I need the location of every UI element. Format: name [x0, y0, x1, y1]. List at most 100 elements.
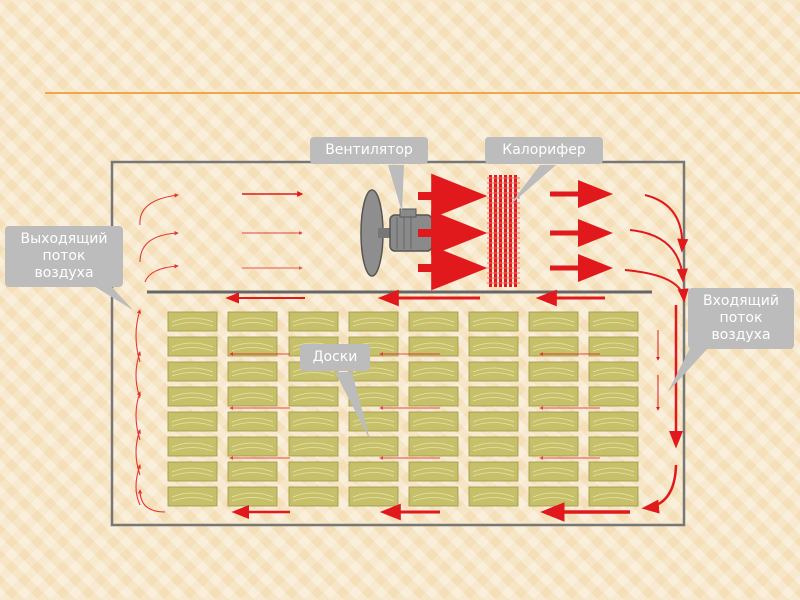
board: [167, 386, 218, 407]
board-grain: [412, 467, 455, 477]
board-grain: [292, 417, 335, 427]
board: [288, 436, 339, 457]
board: [528, 461, 579, 482]
board-grain: [532, 467, 575, 477]
board: [288, 486, 339, 507]
board-grain: [412, 417, 455, 427]
board-grain: [171, 342, 214, 352]
board: [348, 311, 399, 332]
board-grain: [472, 467, 515, 477]
board: [167, 486, 218, 507]
board: [288, 311, 339, 332]
board-grain: [532, 317, 575, 327]
board: [588, 336, 639, 357]
board-grain: [292, 442, 335, 452]
board: [588, 386, 639, 407]
board-grain: [532, 492, 575, 502]
board-grain: [592, 467, 635, 477]
board: [588, 461, 639, 482]
board-grain: [532, 392, 575, 402]
board: [227, 486, 278, 507]
board-grain: [171, 392, 214, 402]
board-grain: [231, 392, 274, 402]
board: [288, 461, 339, 482]
board-grain: [352, 492, 395, 502]
board-grain: [292, 392, 335, 402]
heater-fin: [499, 175, 502, 287]
board: [468, 361, 519, 382]
fan-icon: [360, 189, 433, 277]
board-grain: [231, 367, 274, 377]
board: [227, 436, 278, 457]
board-grain: [412, 367, 455, 377]
board-grain: [352, 317, 395, 327]
board: [227, 461, 278, 482]
heater-fin: [514, 175, 517, 287]
board-grain: [412, 392, 455, 402]
board-grain: [532, 342, 575, 352]
board-grain: [171, 492, 214, 502]
board-grain: [171, 317, 214, 327]
board: [227, 336, 278, 357]
board-grain: [472, 342, 515, 352]
board: [348, 461, 399, 482]
board-grain: [412, 342, 455, 352]
board: [167, 461, 218, 482]
left-circulation-arrows: [135, 193, 179, 513]
inflow-label: Входящий поток воздуха: [688, 288, 794, 349]
lumber-stack: [167, 311, 639, 507]
board: [468, 311, 519, 332]
heater-fin: [504, 175, 507, 287]
board: [408, 461, 459, 482]
board: [468, 436, 519, 457]
heater-fin: [509, 175, 512, 287]
board: [227, 361, 278, 382]
board-grain: [532, 417, 575, 427]
outflow-label: Выходящий поток воздуха: [5, 226, 123, 287]
board-grain: [171, 467, 214, 477]
board-grain: [592, 442, 635, 452]
board-grain: [352, 467, 395, 477]
board: [468, 486, 519, 507]
board-grain: [592, 317, 635, 327]
board: [408, 361, 459, 382]
board: [468, 461, 519, 482]
board-grain: [292, 492, 335, 502]
board-grain: [171, 367, 214, 377]
board: [227, 311, 278, 332]
fan-label: Вентилятор: [310, 137, 428, 164]
board: [468, 386, 519, 407]
board-grain: [231, 467, 274, 477]
board-grain: [592, 367, 635, 377]
boards-label: Доски: [300, 344, 370, 371]
heater-icon: [487, 175, 520, 287]
right-circulation-arrows: [624, 194, 689, 514]
board-grain: [352, 442, 395, 452]
board-grain: [472, 492, 515, 502]
board: [468, 411, 519, 432]
board-grain: [352, 417, 395, 427]
board: [528, 386, 579, 407]
board-grain: [231, 442, 274, 452]
board: [588, 361, 639, 382]
board: [288, 411, 339, 432]
board: [348, 436, 399, 457]
return-flow-arrows: [225, 289, 630, 522]
board-grain: [292, 317, 335, 327]
board-grain: [231, 492, 274, 502]
board: [528, 436, 579, 457]
board-grain: [412, 492, 455, 502]
board-grain: [472, 442, 515, 452]
board: [588, 311, 639, 332]
board: [528, 486, 579, 507]
board-grain: [532, 442, 575, 452]
board-grain: [532, 367, 575, 377]
heater-label: Калорифер: [485, 137, 603, 164]
board-grain: [171, 417, 214, 427]
board: [167, 361, 218, 382]
board-grain: [412, 442, 455, 452]
board-grain: [231, 317, 274, 327]
board-grain: [592, 392, 635, 402]
heater-fin: [489, 175, 492, 287]
